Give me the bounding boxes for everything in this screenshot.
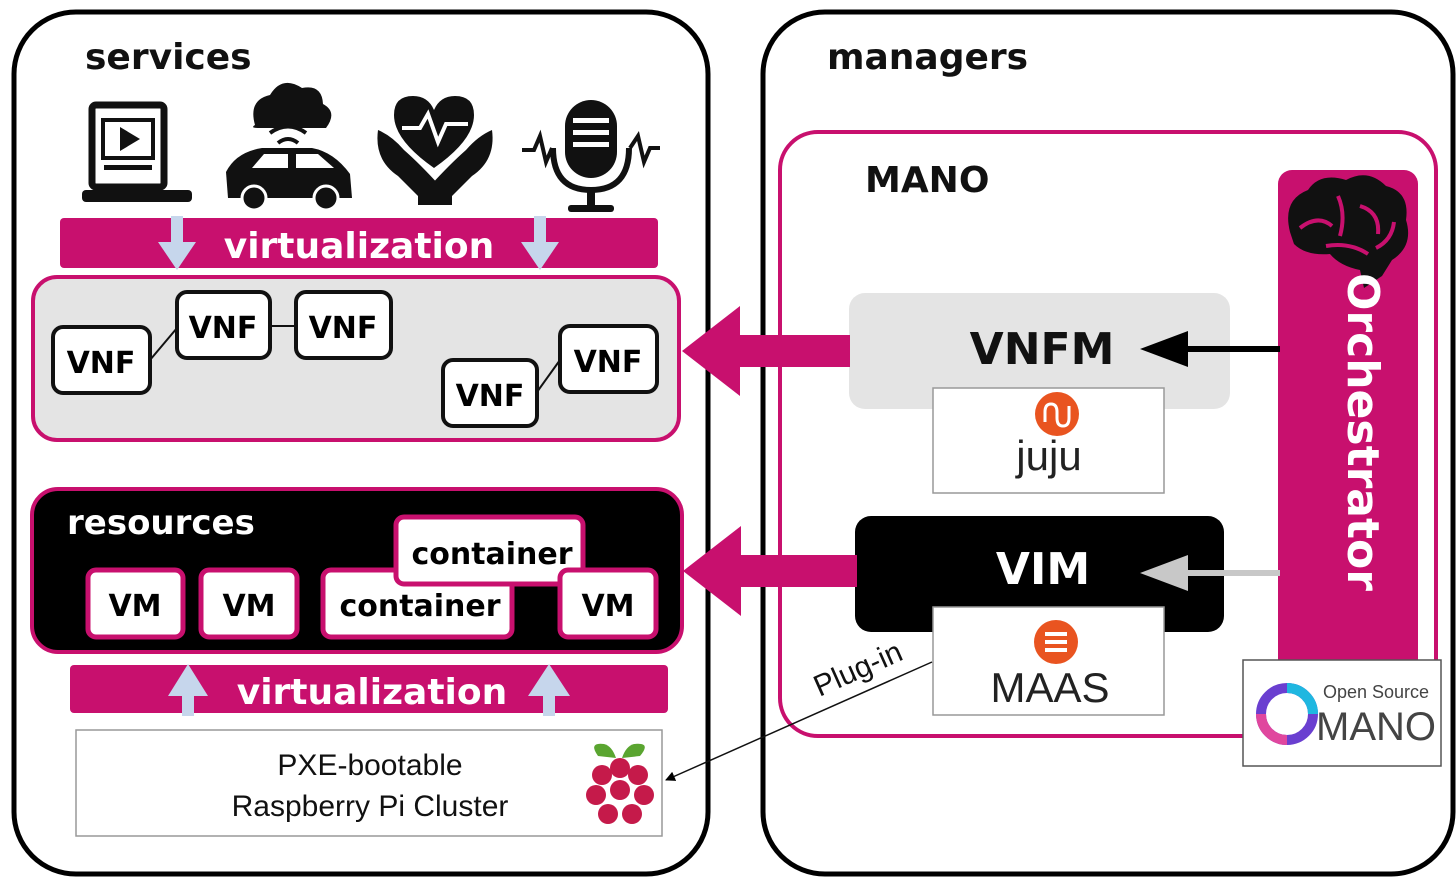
maas-label: MAAS bbox=[990, 664, 1109, 711]
down-arrow-left bbox=[158, 216, 196, 270]
vm-box-3 bbox=[557, 567, 659, 640]
video-laptop-icon bbox=[82, 101, 192, 202]
services-title: services bbox=[85, 37, 252, 78]
osm-logo-box bbox=[1242, 659, 1442, 767]
top-virtualization-band bbox=[60, 218, 658, 268]
vnfm-label: VNFM bbox=[970, 324, 1115, 375]
vnf-label-2: VNF bbox=[189, 311, 258, 346]
container-label-2: container bbox=[411, 537, 572, 572]
bottom-virtualization-band bbox=[70, 665, 668, 713]
juju-label: juju bbox=[1014, 432, 1081, 479]
maas-logo-icon bbox=[1034, 620, 1078, 664]
podcast-microphone-icon bbox=[522, 100, 660, 212]
vm-label-3: VM bbox=[581, 589, 634, 624]
vm-box-1 bbox=[85, 567, 186, 640]
orchestrator-label: Orchestrator bbox=[1337, 273, 1388, 591]
orchestrator-to-vim-arrow bbox=[1140, 555, 1280, 591]
cluster-line-2: Raspberry Pi Cluster bbox=[232, 790, 509, 823]
orchestrator-column bbox=[1278, 170, 1418, 690]
raspberry-pi-cluster-box bbox=[75, 729, 663, 837]
juju-logo-icon bbox=[1035, 392, 1079, 436]
vnf-box-3 bbox=[294, 290, 393, 360]
vnf-label-5: VNF bbox=[574, 345, 643, 380]
vnf-box-2 bbox=[175, 290, 272, 360]
container-box-2 bbox=[393, 514, 586, 587]
vm-box-2 bbox=[198, 567, 300, 640]
vnf-box-1 bbox=[51, 325, 152, 395]
vnf-label-4: VNF bbox=[456, 379, 525, 414]
container-label-1: container bbox=[339, 589, 500, 624]
mano-label: MANO bbox=[865, 160, 989, 201]
heart-care-icon bbox=[377, 96, 493, 205]
orchestrator-to-vnfm-arrow bbox=[1140, 331, 1280, 367]
vim-box bbox=[855, 516, 1224, 632]
osm-logo-icon bbox=[1256, 683, 1318, 745]
osm-line-1: Open Source bbox=[1323, 682, 1429, 702]
vm-label-2: VM bbox=[222, 589, 275, 624]
down-arrow-right bbox=[521, 216, 559, 270]
vnf-label-3: VNF bbox=[309, 311, 378, 346]
vnf-label-1: VNF bbox=[67, 346, 136, 381]
vm-label-1: VM bbox=[108, 589, 161, 624]
cluster-line-1: PXE-bootable bbox=[277, 749, 462, 782]
up-arrow-left bbox=[168, 664, 208, 716]
vnfm-to-vnf-arrow bbox=[682, 306, 850, 396]
plugin-connector-line bbox=[665, 661, 933, 781]
up-arrow-right bbox=[528, 664, 570, 716]
vnfm-box bbox=[849, 293, 1230, 409]
vim-label: VIM bbox=[996, 544, 1090, 595]
vnf-box-4 bbox=[441, 358, 539, 428]
connected-car-icon bbox=[226, 82, 352, 212]
raspberry-pi-icon bbox=[586, 743, 654, 824]
vnf-box-5 bbox=[558, 324, 659, 394]
top-virtualization-label: virtualization bbox=[224, 226, 495, 267]
resources-title: resources bbox=[67, 503, 255, 543]
osm-line-2: MANO bbox=[1316, 705, 1436, 749]
brain-icon bbox=[1288, 175, 1409, 288]
bottom-virtualization-label: virtualization bbox=[237, 672, 508, 713]
vim-to-resources-arrow bbox=[683, 526, 857, 616]
managers-title: managers bbox=[827, 37, 1028, 78]
